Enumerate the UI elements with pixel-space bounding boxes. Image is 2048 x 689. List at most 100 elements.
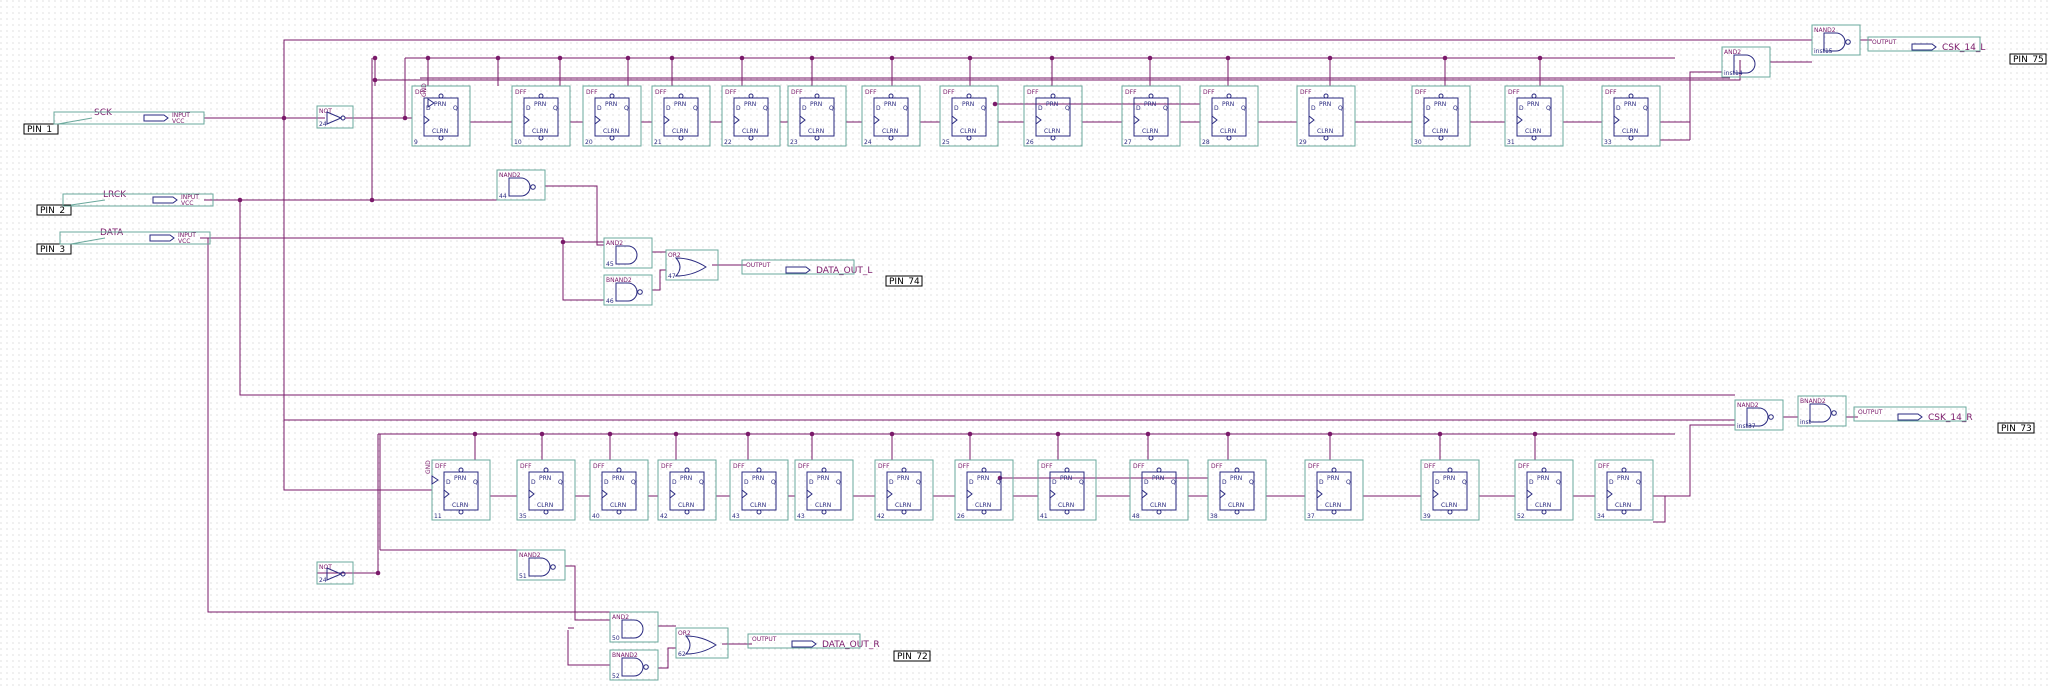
junction-dot [1147,55,1153,61]
gate-bubble [340,571,346,577]
dff-frame [1514,459,1574,521]
junction-dot [495,55,501,61]
dff-prn: PRN [454,475,466,482]
dff-type: DFF [1133,463,1145,470]
gate-bubble [1768,414,1774,420]
dff-frame [861,85,921,147]
dff-prn-bubble [966,93,972,99]
dff-type: DFF [798,463,810,470]
dff-clock-mark [1133,115,1140,125]
dff-clock-mark [601,489,608,499]
dff-q: Q [1546,105,1551,112]
dff-type: DFF [1518,463,1530,470]
dff-prn: PRN [810,101,822,108]
pin-leader [70,237,106,245]
dff-clrn: CLRN [1525,128,1541,135]
dff-type: DFF [791,89,803,96]
junction-dot [1537,55,1543,61]
gate-type: NAND2 [1814,27,1836,34]
dff-clrn: CLRN [672,128,688,135]
junction-dot [1145,431,1151,437]
dff-q: Q [829,105,834,112]
dff-clrn: CLRN [1317,128,1333,135]
dff-q: Q [1636,479,1641,486]
dff-type: DFF [943,89,955,96]
dff-q: Q [1643,105,1648,112]
wire [283,39,1812,118]
gate-frame [316,561,354,585]
dff-clrn-bubble [1331,509,1337,515]
dff-clrn-bubble [1323,135,1329,141]
dff-clrn-bubble [684,509,690,515]
dff-clrn-bubble [1156,509,1162,515]
dff-q: Q [1346,479,1351,486]
dff-clrn: CLRN [960,128,976,135]
gate-bubble [1845,39,1851,45]
pin-box [1997,422,2035,434]
dff-q: Q [1249,479,1254,486]
dff-q: Q [996,479,1001,486]
gate-type: AND2 [606,240,623,247]
dff-prn: PRN [1617,475,1629,482]
dff-id: 23 [790,139,798,146]
junction-dot [607,431,613,437]
output-port-shape [785,266,811,274]
dff-d: D [1519,105,1524,112]
gate-bubble [637,289,643,295]
dff-d: D [802,105,807,112]
dff-clrn: CLRN [815,502,831,509]
dff-prn-bubble [1234,467,1240,473]
dff-prn: PRN [1144,101,1156,108]
dff-frame [1207,459,1267,521]
dff-id: 42 [877,513,885,520]
dff-prn: PRN [1046,101,1058,108]
gate-bubble [340,115,346,121]
junction-dot [1327,55,1333,61]
pin-label: PIN_1 [27,125,52,135]
junction-dot [1225,431,1231,437]
dff-type: DFF [1125,89,1137,96]
dff-d: D [1609,479,1614,486]
gate-body [684,635,717,655]
junction-dot [1049,55,1055,61]
dff-clrn-bubble [966,135,972,141]
dff-id: 20 [585,139,593,146]
gate-type: BNAND2 [1800,398,1826,405]
dff-prn: PRN [884,101,896,108]
dff-clrn-bubble [1064,509,1070,515]
junction-dot [1327,431,1333,437]
gnd-symbol: GND [421,83,435,108]
output-symbol-frame [1853,406,1967,422]
dff-q: Q [981,105,986,112]
pin-leader [57,117,93,125]
dff-d: D [889,479,894,486]
dff-type: DFF [435,463,447,470]
dff-id: 21 [654,139,662,146]
dff-q: Q [453,105,458,112]
dff-id: 31 [1507,139,1515,146]
dff-frame [1411,85,1471,147]
output-port-shape [791,640,817,648]
gate-body [508,177,531,197]
dff-id: 29 [1299,139,1307,146]
dff-prn-bubble [1447,467,1453,473]
dff-prn-bubble [678,93,684,99]
gate-body [326,567,343,581]
gate-id: 50 [612,635,620,642]
input-vcc: VCC [178,238,190,245]
gate-body [326,111,343,125]
dff-frame [954,459,1014,521]
dff-clrn-bubble [458,509,464,515]
junction-dot [1055,431,1061,437]
dff-d: D [736,105,741,112]
